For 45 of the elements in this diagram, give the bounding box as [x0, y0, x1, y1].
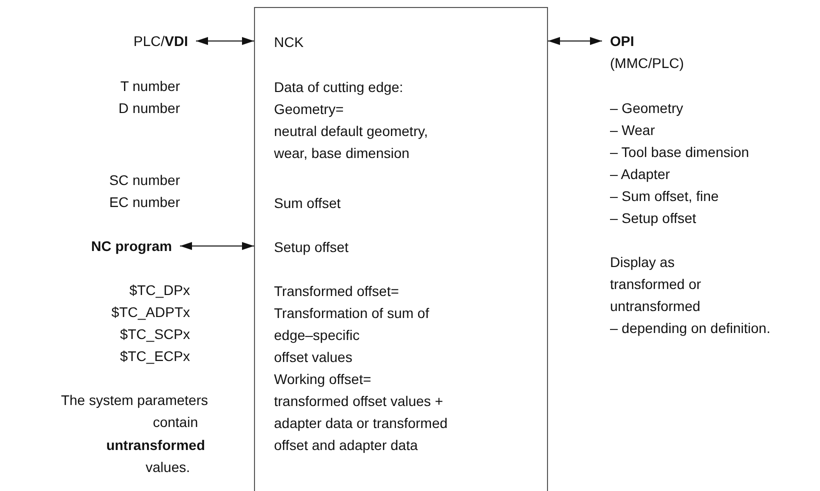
box-text: Transformation of sum of	[274, 304, 430, 322]
note-text: $TC_SCPx	[120, 325, 190, 343]
interface-label: NC program	[91, 237, 172, 256]
box-text: Setup offset	[274, 238, 348, 256]
note-text: contain	[152, 413, 198, 431]
note-text: – Sum offset, fine	[610, 187, 719, 205]
box-text: Working offset=	[274, 370, 372, 388]
note-text: The system parameters	[60, 391, 208, 409]
note-text: – Adapter	[610, 165, 670, 183]
box-text: Transformed offset=	[274, 282, 399, 300]
box-text: offset and adapter data	[274, 436, 418, 454]
box-text: edge–specific	[274, 326, 360, 344]
interface-label: PLC/VDI	[134, 32, 188, 51]
note-text: SC number	[109, 171, 180, 189]
note-text: $TC_ADPTx	[111, 303, 190, 321]
box-text: transformed offset values +	[274, 392, 443, 410]
note-text: Display as	[610, 253, 675, 271]
box-text: Data of cutting edge:	[274, 78, 404, 96]
note-text: values.	[146, 458, 190, 476]
double-arrow	[548, 37, 602, 45]
note-text: transformed or	[610, 275, 702, 293]
note-text: untransformed	[106, 436, 205, 454]
box-text: wear, base dimension	[274, 144, 410, 162]
nck-box	[254, 7, 548, 491]
box-text: Geometry=	[274, 100, 344, 118]
box-heading: NCK	[274, 33, 304, 51]
interface-label: OPI	[610, 32, 636, 51]
box-text: Sum offset	[274, 194, 341, 212]
box-text: neutral default geometry,	[274, 122, 428, 140]
note-text: – Tool base dimension	[610, 143, 750, 161]
note-text: D number	[118, 99, 180, 117]
note-text: untransformed	[610, 297, 700, 315]
interface-label: (MMC/PLC)	[610, 54, 684, 73]
box-text: adapter data or transformed	[274, 414, 448, 432]
note-text: $TC_ECPx	[120, 347, 190, 365]
double-arrow	[180, 242, 254, 250]
note-text: – Geometry	[610, 99, 684, 117]
note-text: – Wear	[610, 121, 655, 139]
note-text: EC number	[109, 193, 180, 211]
note-text: – depending on definition.	[610, 319, 770, 337]
box-text: offset values	[274, 348, 352, 366]
note-text: T number	[120, 77, 180, 95]
note-text: – Setup offset	[610, 209, 696, 227]
note-text: $TC_DPx	[129, 281, 190, 299]
double-arrow	[196, 37, 254, 45]
